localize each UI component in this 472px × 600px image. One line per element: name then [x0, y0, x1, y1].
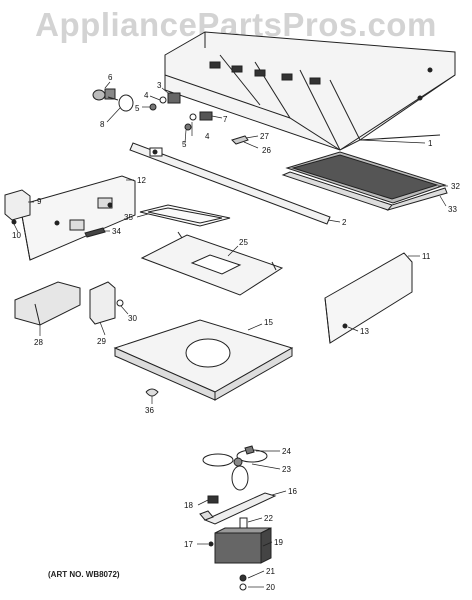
part-28-bracket [14, 281, 81, 326]
art-number-label: (ART NO. WB8072) [48, 570, 120, 579]
callout-15: 15 [264, 318, 273, 327]
part-11-right-panel [324, 252, 413, 344]
callout-34: 34 [112, 227, 121, 236]
callout-2: 2 [342, 218, 347, 227]
part-35-lens [139, 204, 231, 227]
callout-4: 4 [144, 91, 149, 100]
callout-32: 32 [451, 182, 460, 191]
callout-17: 17 [184, 540, 193, 549]
part-2-front-rail [129, 142, 331, 225]
callout-1: 1 [428, 139, 433, 148]
callout-33: 33 [448, 205, 457, 214]
callout-numbers: 6 3 4 5 8 7 4 5 27 26 1 9 10 12 2 32 33 … [12, 73, 460, 592]
callout-8: 8 [100, 120, 105, 129]
callout-30: 30 [128, 314, 137, 323]
part-1-hood-housing [164, 31, 456, 151]
callout-26: 26 [262, 146, 271, 155]
callout-4b: 4 [205, 132, 210, 141]
callout-36: 36 [145, 406, 154, 415]
part-19-motor [214, 527, 272, 591]
callout-20: 20 [266, 583, 275, 592]
callout-11: 11 [422, 252, 431, 261]
leader-lines [13, 81, 448, 588]
callout-28: 28 [34, 338, 43, 347]
part-23-fan-blade [202, 445, 268, 491]
callout-21: 21 [266, 567, 275, 576]
callout-6: 6 [108, 73, 113, 82]
part-32-33-filter [281, 151, 448, 211]
callout-25: 25 [239, 238, 248, 247]
callout-3: 3 [157, 81, 162, 90]
callout-10: 10 [12, 231, 21, 240]
part-9-bracket [4, 189, 31, 225]
lamp-socket-parts [92, 88, 249, 145]
part-16-motor-bracket [199, 492, 277, 547]
part-29-bracket [89, 281, 124, 325]
callout-23: 23 [282, 465, 291, 474]
callout-13: 13 [360, 327, 369, 336]
part-12-left-channel [19, 175, 136, 261]
part-15-blower-base [113, 319, 294, 401]
callout-19: 19 [274, 538, 283, 547]
callout-35: 35 [124, 213, 133, 222]
callout-5b: 5 [182, 140, 187, 149]
callout-16: 16 [288, 487, 297, 496]
callout-24: 24 [282, 447, 291, 456]
part-34-clip [84, 227, 106, 238]
callout-12: 12 [137, 176, 146, 185]
callout-22: 22 [264, 514, 273, 523]
callout-29: 29 [97, 337, 106, 346]
part-25-panel [140, 231, 284, 296]
callout-7: 7 [223, 115, 228, 124]
callout-5: 5 [135, 104, 140, 113]
part-36-strain-relief [145, 388, 159, 397]
callout-18: 18 [184, 501, 193, 510]
callout-27: 27 [260, 132, 269, 141]
callout-9: 9 [37, 197, 42, 206]
